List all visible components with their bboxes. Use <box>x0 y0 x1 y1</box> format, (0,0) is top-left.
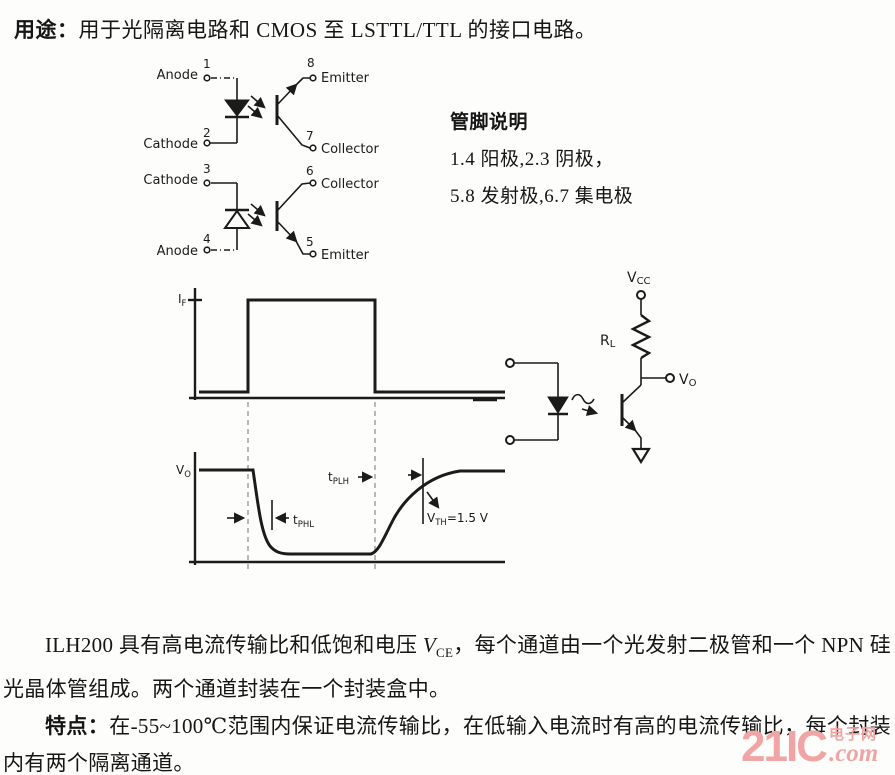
ch1-pin8-number: 8 <box>307 56 315 70</box>
if-pulse <box>199 298 505 394</box>
ch2-emitter-label: Emitter <box>321 248 370 263</box>
usage-label: 用途： <box>14 18 79 42</box>
timing-diagram: IF VO tPHL tPLH VTH=1.5 V <box>176 288 505 569</box>
ground-icon <box>631 447 651 465</box>
rl-label: RL <box>600 333 616 350</box>
transistor-emitter <box>621 416 637 432</box>
input-terminal-top <box>505 358 515 368</box>
vo-waveform: VO tPHL tPLH VTH=1.5 V <box>176 452 505 565</box>
light-squiggle-icon <box>571 393 595 405</box>
light-arrow-icon <box>247 105 263 119</box>
transistor-collector <box>621 384 642 404</box>
usage-text: 用于光隔离电路和 CMOS 至 LSTTL/TTL 的接口电路。 <box>78 18 597 42</box>
light-arrow-icon <box>250 95 266 109</box>
features-paragraph: 特点：在-55~100℃范围内保证电流传输比，在低输入电流时有高的电流传输比，每… <box>3 708 891 775</box>
ch2-pin4-number: 4 <box>203 232 211 246</box>
if-waveform: IF <box>178 288 505 400</box>
pin-note-line-1: 1.4 阳极,2.3 阴极， <box>450 149 614 170</box>
ch1-pin7-number: 7 <box>306 129 314 143</box>
ch1-anode-label: Anode <box>157 68 198 83</box>
input-led-branch <box>505 358 599 445</box>
ch2-cathode-label: Cathode <box>143 173 198 188</box>
21ic-watermark: 21IC 电子网 .com <box>741 722 879 771</box>
pin2-terminal <box>203 139 211 147</box>
ch1-cathode-label: Cathode <box>143 137 198 152</box>
ch1-pin2-number: 2 <box>203 126 211 140</box>
if-axis-label: IF <box>178 292 187 309</box>
body-text: ILH200 具有高电流传输比和低饱和电压 VCE，每个通道由一个光发射二极管和… <box>3 627 891 775</box>
test-circuit: VCC RL VO <box>470 270 697 465</box>
ch1-collector-label: Collector <box>321 142 379 157</box>
optocoupler-pinout-schematic: Anode 1 Cathode 2 8 Emitter 7 Collector <box>143 56 379 263</box>
tplh-label: tPLH <box>328 470 349 487</box>
pin-note-line-2: 5.8 发射极,6.7 集电极 <box>450 186 634 207</box>
features-text: 在-55~100℃范围内保证电流传输比，在低输入电流时有高的电流传输比，每个封装… <box>3 714 891 775</box>
ch2-pin3-number: 3 <box>203 162 211 176</box>
pin-description-title: 管脚说明 <box>450 112 529 133</box>
ch2-collector-label: Collector <box>321 177 379 192</box>
ch1-led-symbol <box>224 99 250 117</box>
ch1-emitter-lead <box>276 83 298 106</box>
ch1-collector-lead <box>276 114 311 149</box>
ch2-anode-label: Anode <box>157 244 198 259</box>
pin3-terminal <box>203 179 211 187</box>
ch1-emitter-label: Emitter <box>321 71 370 86</box>
tphl-label: tPHL <box>293 513 314 530</box>
pin-description: 管脚说明 1.4 阳极,2.3 阴极， 5.8 发射极,6.7 集电极 <box>450 104 633 215</box>
vo-label: VO <box>679 372 697 389</box>
vth-leader <box>426 491 440 509</box>
light-arrow-icon <box>250 203 266 217</box>
pin8-terminal <box>309 74 317 82</box>
ch2-led-symbol <box>223 209 251 229</box>
pin5-terminal <box>309 250 317 258</box>
watermark-cn-text: 电子网 <box>828 726 877 743</box>
channel-1: Anode 1 Cathode 2 8 Emitter 7 Collector <box>143 56 379 157</box>
pin7-terminal <box>309 144 317 152</box>
pin6-terminal <box>309 179 317 187</box>
light-arrow-icon <box>247 213 263 227</box>
features-label: 特点： <box>45 714 110 739</box>
watermark-21ic-text: 21IC <box>741 722 828 771</box>
vo-axis-label: VO <box>176 463 191 480</box>
pin4-terminal <box>203 246 211 254</box>
vce-symbol: VCE <box>422 633 454 661</box>
vth-label: VTH=1.5 V <box>427 511 489 528</box>
description-text-before: ILH200 具有高电流传输比和低饱和电压 <box>45 633 423 657</box>
vo-curve <box>199 468 505 556</box>
ch2-emitter-lead <box>276 220 298 243</box>
usage-line: 用途：用于光隔离电路和 CMOS 至 LSTTL/TTL 的接口电路。 <box>14 14 597 44</box>
rl-resistor <box>630 314 652 360</box>
output-transistor-branch: VCC RL VO <box>600 270 697 465</box>
vo-terminal <box>665 373 675 383</box>
description-text-after: ，每个通道由一个光发射二极管和一个 NPN 硅光晶体管组成。两个通道封装在一个封… <box>3 633 891 702</box>
ch2-pin6-number: 6 <box>306 164 314 178</box>
vcc-label: VCC <box>627 270 651 287</box>
ch1-pin1-number: 1 <box>203 57 211 71</box>
ch2-pin5-number: 5 <box>306 235 314 249</box>
watermark-com-text: .com <box>828 740 879 767</box>
description-paragraph: ILH200 具有高电流传输比和低饱和电压 VCE，每个通道由一个光发射二极管和… <box>3 627 891 708</box>
pin1-terminal <box>203 74 211 82</box>
channel-2: Cathode 3 Anode 4 6 Collector 5 Emitter <box>143 162 379 263</box>
ch2-collector-lead <box>276 182 311 212</box>
led-symbol <box>547 396 569 414</box>
input-terminal-bottom <box>505 435 515 445</box>
vcc-terminal <box>636 290 646 300</box>
light-arrow-icon <box>581 405 599 416</box>
